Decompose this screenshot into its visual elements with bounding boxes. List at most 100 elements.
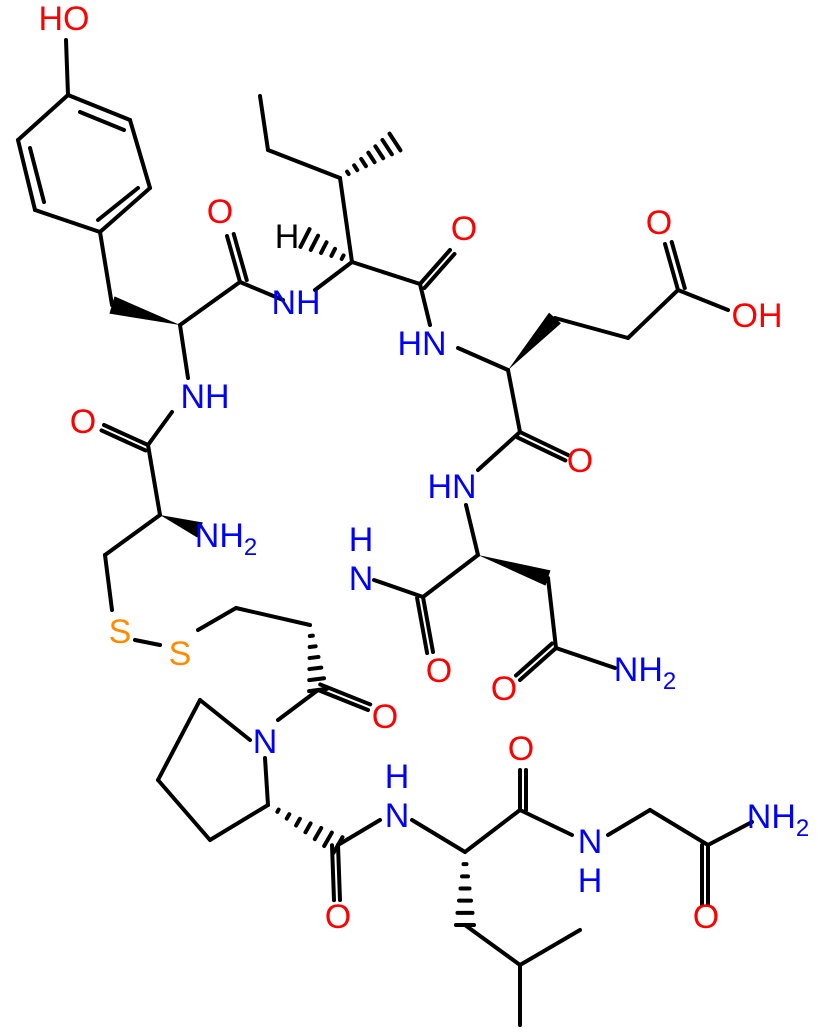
bond (146, 443, 162, 517)
atom-nh-ile: NH (271, 284, 320, 322)
bond (28, 146, 46, 204)
atom-nh2-cys1: NH2 (195, 517, 257, 561)
bond (156, 778, 212, 842)
atom-nh-cys1: NH (180, 378, 229, 416)
bond (178, 280, 242, 327)
wedge-bond (160, 515, 203, 538)
nh2-asn-subscript: 2 (663, 668, 676, 695)
bond (553, 316, 630, 340)
bond (198, 698, 252, 742)
bond (238, 280, 285, 302)
bond (476, 430, 522, 472)
bond (648, 808, 710, 847)
bond (676, 288, 730, 312)
bond (263, 756, 270, 807)
atom-o-cys1: O (70, 403, 96, 441)
bond (276, 688, 320, 722)
bond (410, 818, 467, 854)
bond (350, 260, 422, 286)
atom-oh-carboxyl: OH (732, 297, 783, 335)
bond (284, 812, 292, 821)
atom-hydroxyl-tyr: HO (39, 0, 90, 38)
bond (339, 253, 346, 261)
bond (422, 251, 457, 290)
atom-s2: S (169, 635, 192, 673)
bond (463, 808, 522, 854)
atom-h-leu: H (385, 758, 410, 796)
bond (518, 808, 574, 837)
atom-h-cys6: H (349, 521, 374, 559)
atom-hn-gln: HN (427, 468, 476, 506)
bond (64, 38, 70, 97)
atom-labels: HO O NH H O O OH HN NH O O HN NH2 H N S … (39, 0, 810, 936)
bond (352, 163, 360, 173)
bond (373, 144, 386, 161)
bond (421, 553, 480, 599)
nh2-cys1-subscript: 2 (244, 534, 257, 561)
nh2-asn-main: NH (614, 651, 663, 689)
bond (330, 843, 337, 903)
bond (102, 423, 150, 447)
atom-h-ile: H (275, 218, 300, 256)
bond (234, 606, 312, 627)
bond (319, 240, 329, 255)
bond (231, 232, 249, 283)
bond (258, 94, 270, 152)
bond (128, 118, 152, 190)
bond (78, 110, 126, 132)
bond (626, 288, 680, 340)
atom-n-pro: N (253, 723, 278, 761)
bond (359, 156, 368, 169)
bond (415, 596, 430, 656)
bond (196, 606, 238, 632)
bond (307, 644, 318, 650)
bond (515, 435, 568, 463)
bond (98, 230, 114, 307)
bond (96, 186, 140, 222)
atom-n-leu: N (385, 797, 410, 835)
atom-o-pro: O (325, 898, 351, 936)
atom-o-asn: O (426, 652, 452, 690)
bond (387, 131, 403, 153)
bond (706, 820, 754, 847)
bond (103, 553, 114, 612)
atom-o-asn-side: O (491, 670, 517, 708)
bond (546, 576, 558, 650)
bond (606, 808, 652, 837)
bond (380, 137, 394, 157)
atom-o-cys6: O (372, 698, 398, 736)
bond (307, 676, 327, 683)
bond (178, 323, 190, 380)
bond (669, 240, 687, 291)
bond (146, 410, 174, 447)
bond (372, 578, 425, 599)
bond (366, 150, 377, 165)
bond (99, 428, 148, 453)
atom-s1: S (109, 613, 132, 651)
nh2-cys1-main: NH (195, 517, 244, 555)
bond (308, 233, 321, 252)
bond (518, 430, 570, 457)
bond (98, 186, 152, 234)
bond (663, 242, 680, 292)
bond (16, 93, 70, 142)
bond (298, 227, 312, 249)
bond (421, 595, 435, 654)
bond (506, 368, 522, 434)
bond (303, 821, 313, 835)
bond (554, 646, 617, 670)
wedge-bond (508, 312, 561, 370)
atom-hn-glu: HN (397, 325, 446, 363)
bond (66, 93, 132, 122)
bonds (16, 38, 754, 1027)
bond (464, 503, 480, 557)
bond (316, 688, 370, 712)
bond (418, 282, 432, 327)
atom-o-leu: O (508, 730, 534, 768)
bond (312, 825, 324, 842)
bond (336, 843, 342, 902)
bond (318, 682, 373, 707)
bond (418, 248, 452, 286)
bond (266, 148, 342, 180)
